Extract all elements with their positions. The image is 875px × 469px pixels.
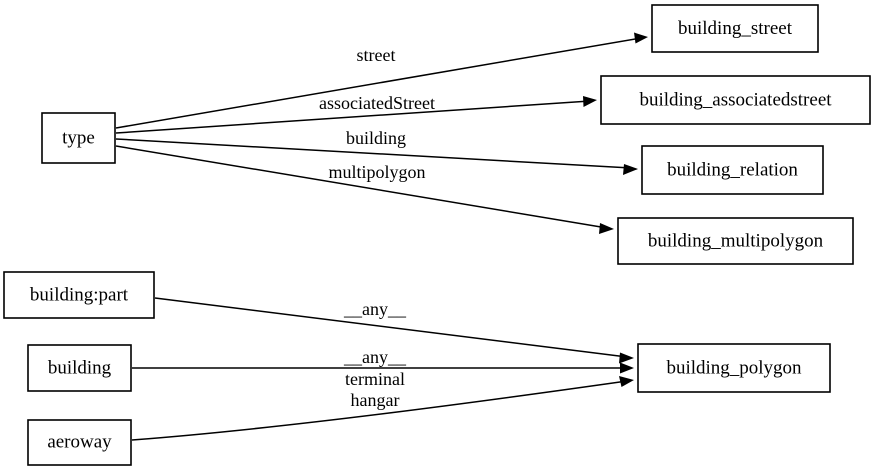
- edge-line: [115, 37, 642, 129]
- edge-label-line-2: hangar: [351, 390, 400, 410]
- arrowhead-icon: [620, 362, 634, 374]
- nodes-layer: type building_street building_associated…: [3, 4, 871, 466]
- edge-type-building_multipolygon[interactable]: multipolygon: [115, 145, 614, 234]
- node-aeroway[interactable]: aeroway: [27, 419, 132, 466]
- node-type[interactable]: type: [41, 112, 116, 164]
- edges-layer: street associatedStreet building multipo…: [115, 32, 648, 441]
- edge-line: [115, 100, 591, 134]
- node-label: building: [48, 357, 112, 378]
- arrowhead-icon: [599, 223, 614, 234]
- node-label: building_street: [678, 18, 793, 39]
- node-box: [637, 343, 831, 393]
- edge-line: [131, 380, 628, 441]
- edge-type-building_associatedstreet[interactable]: associatedStreet: [115, 93, 597, 134]
- node-box: [641, 145, 824, 195]
- arrowhead-icon: [619, 352, 634, 364]
- node-label: building:part: [30, 284, 129, 305]
- node-box: [3, 271, 155, 319]
- edge-type-building_relation[interactable]: building: [115, 128, 638, 175]
- arrowhead-icon: [634, 32, 648, 44]
- node-box: [27, 344, 132, 392]
- node-building-part[interactable]: building:part: [3, 271, 155, 319]
- edge-label-line-1: terminal: [345, 369, 405, 389]
- edge-label: __any__: [343, 299, 407, 319]
- node-box: [617, 217, 854, 265]
- edge-label: associatedStreet: [319, 93, 435, 113]
- node-box: [27, 419, 132, 466]
- edge-line: [154, 297, 628, 358]
- edge-aeroway-building_polygon[interactable]: terminal hangar: [131, 369, 634, 441]
- node-building_multipolygon[interactable]: building_multipolygon: [617, 217, 854, 265]
- node-building_street[interactable]: building_street: [651, 4, 819, 53]
- edge-building_part-building_polygon[interactable]: __any__: [154, 297, 634, 364]
- arrowhead-icon: [583, 96, 597, 107]
- node-building_relation[interactable]: building_relation: [641, 145, 824, 195]
- edge-label: multipolygon: [328, 162, 425, 182]
- node-box: [41, 112, 116, 164]
- node-box: [600, 75, 871, 125]
- node-label: building_polygon: [666, 357, 802, 378]
- edge-building-building_polygon[interactable]: __any__: [132, 347, 634, 374]
- node-building_associatedstreet[interactable]: building_associatedstreet: [600, 75, 871, 125]
- edge-label: __any__: [343, 347, 407, 367]
- arrowhead-icon: [619, 376, 634, 387]
- node-label: aeroway: [47, 431, 112, 452]
- edge-label: street: [357, 45, 396, 65]
- node-label: building_associatedstreet: [639, 89, 832, 110]
- node-box: [651, 4, 819, 53]
- node-label: type: [62, 127, 95, 148]
- node-label: building_relation: [667, 159, 798, 180]
- edge-line: [115, 138, 632, 169]
- node-building[interactable]: building: [27, 344, 132, 392]
- node-building_polygon[interactable]: building_polygon: [637, 343, 831, 393]
- edge-line: [115, 145, 608, 229]
- edge-type-building_street[interactable]: street: [115, 32, 648, 129]
- node-label: building_multipolygon: [648, 230, 824, 251]
- arrowhead-icon: [623, 164, 638, 175]
- edge-label: building: [346, 128, 406, 148]
